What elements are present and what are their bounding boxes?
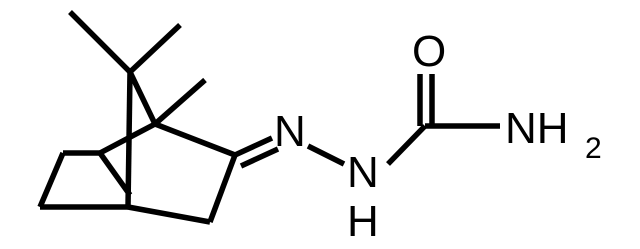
bond-c4-c3b [127, 204, 211, 225]
carbonyl-double-bond [417, 74, 435, 126]
bond-nh-carbonyl [386, 124, 427, 166]
bond-c2-n-a [233, 135, 274, 158]
atom-hydrazone-nitrogen: N [347, 148, 379, 197]
bond-methyl-1 [68, 10, 132, 74]
bond-c3-c2 [207, 154, 238, 223]
atom-hydrazone-hydrogen: H [347, 197, 379, 246]
imine-double-bond [233, 135, 280, 169]
atom-imine-nitrogen: N [274, 107, 306, 156]
bond-n-nh [306, 143, 346, 167]
atom-amide-nh: NH [505, 104, 569, 153]
bond-methyl-2 [128, 22, 182, 75]
bicyclic-skeleton [37, 70, 238, 225]
bond-bridgehead-left [97, 151, 133, 197]
bond-methyl-3 [153, 77, 207, 127]
bond-bridge-c7-c1 [127, 70, 158, 126]
atom-oxygen: O [412, 27, 446, 76]
bond-c5-c4 [37, 151, 66, 209]
methyl-groups [68, 10, 207, 127]
bond-c1-c2 [154, 121, 236, 158]
bond-c2-n-b [239, 146, 280, 169]
atom-amide-subscript: 2 [585, 132, 602, 165]
bond-c1-c6 [98, 121, 157, 156]
